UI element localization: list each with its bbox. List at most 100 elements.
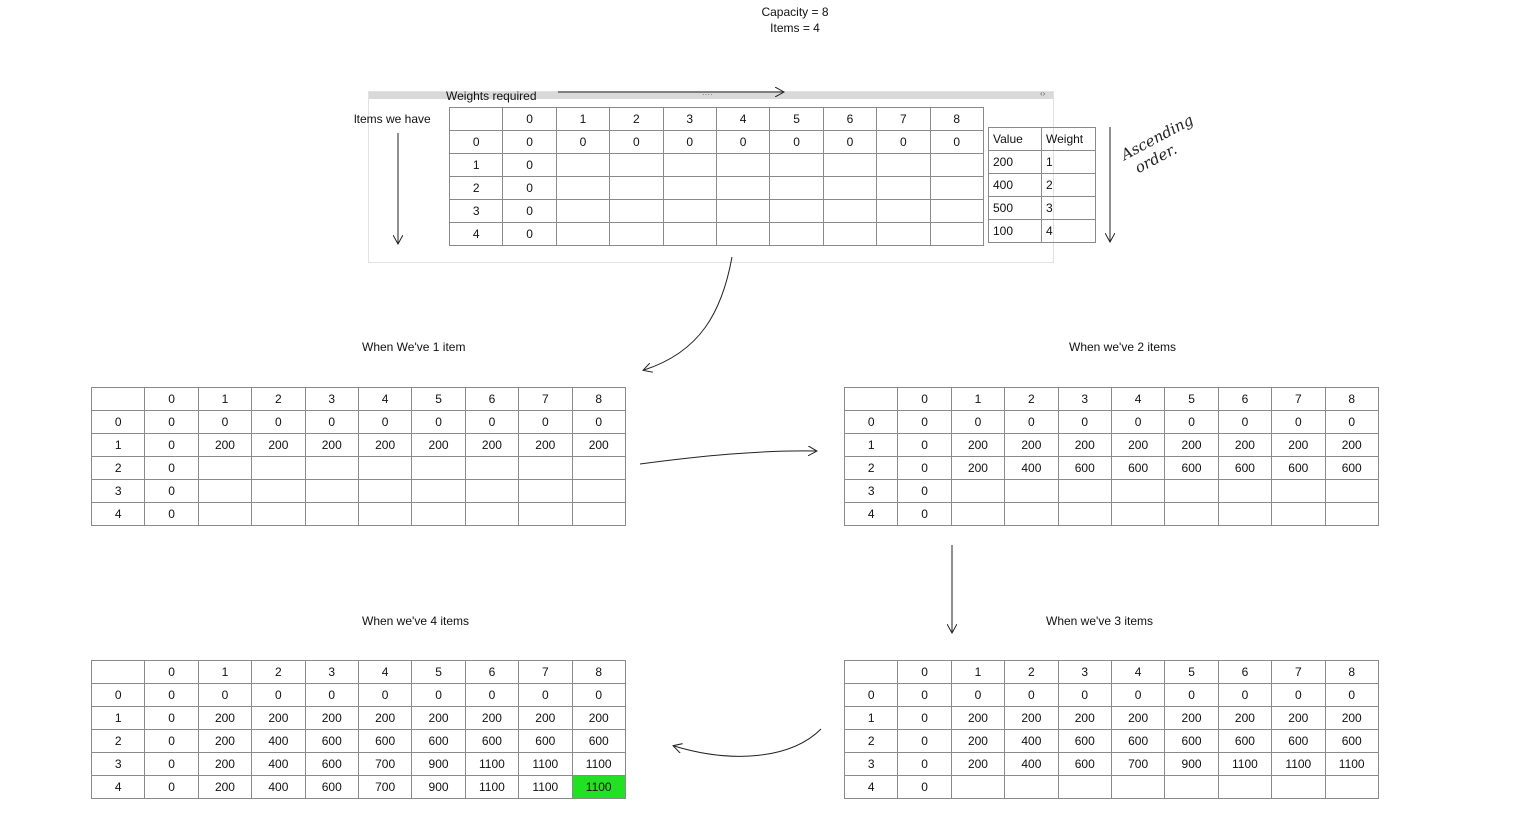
table-cell: 200 bbox=[571, 706, 626, 730]
items-count-text: Items = 4 bbox=[770, 21, 820, 35]
table-cell: 0 bbox=[357, 683, 413, 707]
table-cell: 600 bbox=[304, 729, 359, 753]
table-cell: 0 bbox=[144, 433, 199, 457]
row-header-cell: 2 bbox=[843, 456, 899, 480]
table-cell: 0 bbox=[411, 683, 466, 707]
table-cell: 200 bbox=[950, 752, 1006, 776]
frame-resize-handle: ‹› bbox=[1040, 89, 1046, 98]
table-cell: 400 bbox=[1004, 752, 1059, 776]
table-cell: 600 bbox=[1217, 729, 1273, 753]
table-cell: 0 bbox=[571, 683, 626, 707]
table-cell bbox=[1324, 775, 1379, 799]
table-cell: 0 bbox=[464, 683, 520, 707]
table-cell bbox=[929, 222, 984, 246]
column-header-cell: 3 bbox=[662, 107, 717, 131]
table-cell bbox=[609, 222, 664, 246]
table-cell: 600 bbox=[464, 729, 520, 753]
table-cell: 0 bbox=[1217, 410, 1273, 434]
table-cell: 1100 bbox=[464, 752, 520, 776]
table-cell: 1100 bbox=[464, 775, 520, 799]
highlighted-result-cell: 1100 bbox=[571, 775, 626, 799]
column-header-cell: 3 bbox=[1057, 387, 1112, 411]
table-cell: 0 bbox=[897, 433, 952, 457]
table-cell bbox=[304, 456, 359, 480]
table-cell: 900 bbox=[411, 775, 466, 799]
table-cell: 600 bbox=[518, 729, 573, 753]
table-cell: 0 bbox=[144, 479, 199, 503]
table-cell bbox=[609, 176, 664, 200]
table-cell bbox=[715, 153, 771, 177]
table-cell bbox=[662, 222, 717, 246]
table-cell: 200 bbox=[251, 433, 306, 457]
step4-title: When we've 4 items bbox=[362, 614, 469, 628]
table-cell bbox=[1217, 775, 1273, 799]
table-cell: 200 bbox=[197, 775, 253, 799]
table-cell: 1100 bbox=[1271, 752, 1326, 776]
table-cell bbox=[1110, 502, 1166, 526]
table-cell bbox=[357, 502, 413, 526]
table-cell bbox=[1110, 479, 1166, 503]
table-cell: 0 bbox=[897, 775, 952, 799]
table-cell bbox=[1271, 502, 1326, 526]
column-header-cell: 3 bbox=[1057, 660, 1112, 684]
table-cell: 200 bbox=[197, 729, 253, 753]
row-header-cell: 0 bbox=[843, 410, 899, 434]
column-header-cell: 0 bbox=[897, 660, 952, 684]
column-header-cell: 1 bbox=[950, 660, 1006, 684]
table-cell: 200 bbox=[251, 706, 306, 730]
table-cell: 0 bbox=[144, 775, 199, 799]
column-header-cell: 1 bbox=[950, 387, 1006, 411]
table-cell: 600 bbox=[1324, 456, 1379, 480]
column-header-cell: 4 bbox=[715, 107, 771, 131]
table-cell bbox=[251, 502, 306, 526]
table-cell: 200 bbox=[304, 433, 359, 457]
item-weight-cell: 4 bbox=[1041, 219, 1096, 243]
table-cell bbox=[822, 222, 878, 246]
row-header-cell: 4 bbox=[90, 775, 146, 799]
column-header-cell bbox=[843, 387, 899, 411]
table-cell bbox=[950, 479, 1006, 503]
items-header-cell: Value bbox=[988, 127, 1042, 151]
table-cell bbox=[1004, 775, 1059, 799]
table-cell bbox=[769, 199, 824, 223]
table-cell bbox=[662, 153, 717, 177]
table-cell: 200 bbox=[1164, 433, 1219, 457]
table-cell: 200 bbox=[1217, 433, 1273, 457]
table-cell bbox=[1164, 502, 1219, 526]
table-cell bbox=[251, 479, 306, 503]
to-step2-arrow bbox=[639, 451, 816, 465]
table-cell: 0 bbox=[518, 683, 573, 707]
column-header-cell: 2 bbox=[609, 107, 664, 131]
table-cell bbox=[555, 222, 611, 246]
table-cell: 0 bbox=[897, 479, 952, 503]
capacity-text: Capacity = 8 bbox=[761, 5, 829, 19]
table-cell: 0 bbox=[518, 410, 573, 434]
table-cell: 400 bbox=[251, 775, 306, 799]
table-cell: 0 bbox=[411, 410, 466, 434]
column-header-cell: 2 bbox=[1004, 660, 1059, 684]
table-cell bbox=[571, 502, 626, 526]
table-cell: 0 bbox=[950, 683, 1006, 707]
table-cell: 600 bbox=[1057, 729, 1112, 753]
table-cell bbox=[464, 502, 520, 526]
table-cell: 200 bbox=[518, 433, 573, 457]
table-cell bbox=[518, 502, 573, 526]
column-header-cell bbox=[90, 387, 146, 411]
